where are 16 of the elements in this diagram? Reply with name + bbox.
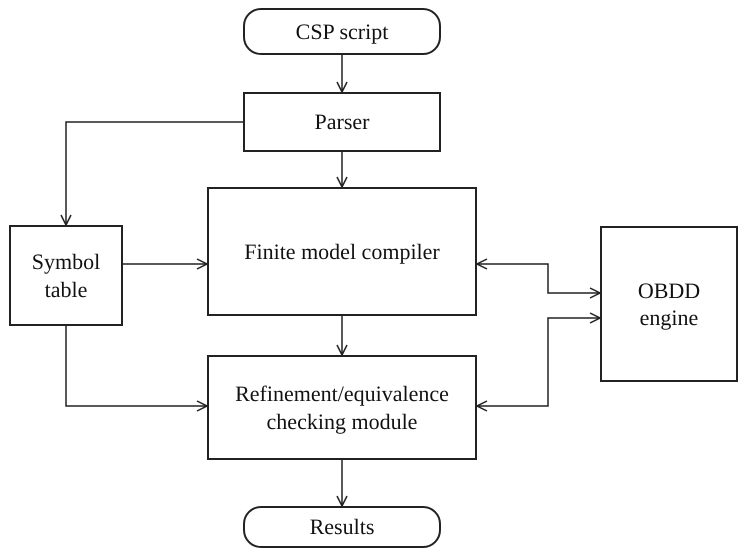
- process-box: Symbol table: [9, 225, 123, 326]
- process-box: Refinement/equivalence checking module: [207, 355, 477, 460]
- terminal-box: Results: [243, 506, 441, 548]
- arrow: [336, 316, 348, 356]
- arrow: [476, 312, 601, 412]
- terminal-box: CSP script: [243, 8, 441, 55]
- process-box: Parser: [243, 92, 441, 152]
- arrow: [336, 55, 348, 93]
- arrow: [336, 152, 348, 188]
- arrow: [60, 121, 243, 226]
- arrow: [65, 326, 208, 412]
- process-box: OBDD engine: [600, 226, 738, 382]
- arrow: [336, 460, 348, 507]
- arrow: [123, 258, 208, 270]
- process-box: Finite model compiler: [207, 187, 477, 316]
- arrow: [476, 258, 601, 299]
